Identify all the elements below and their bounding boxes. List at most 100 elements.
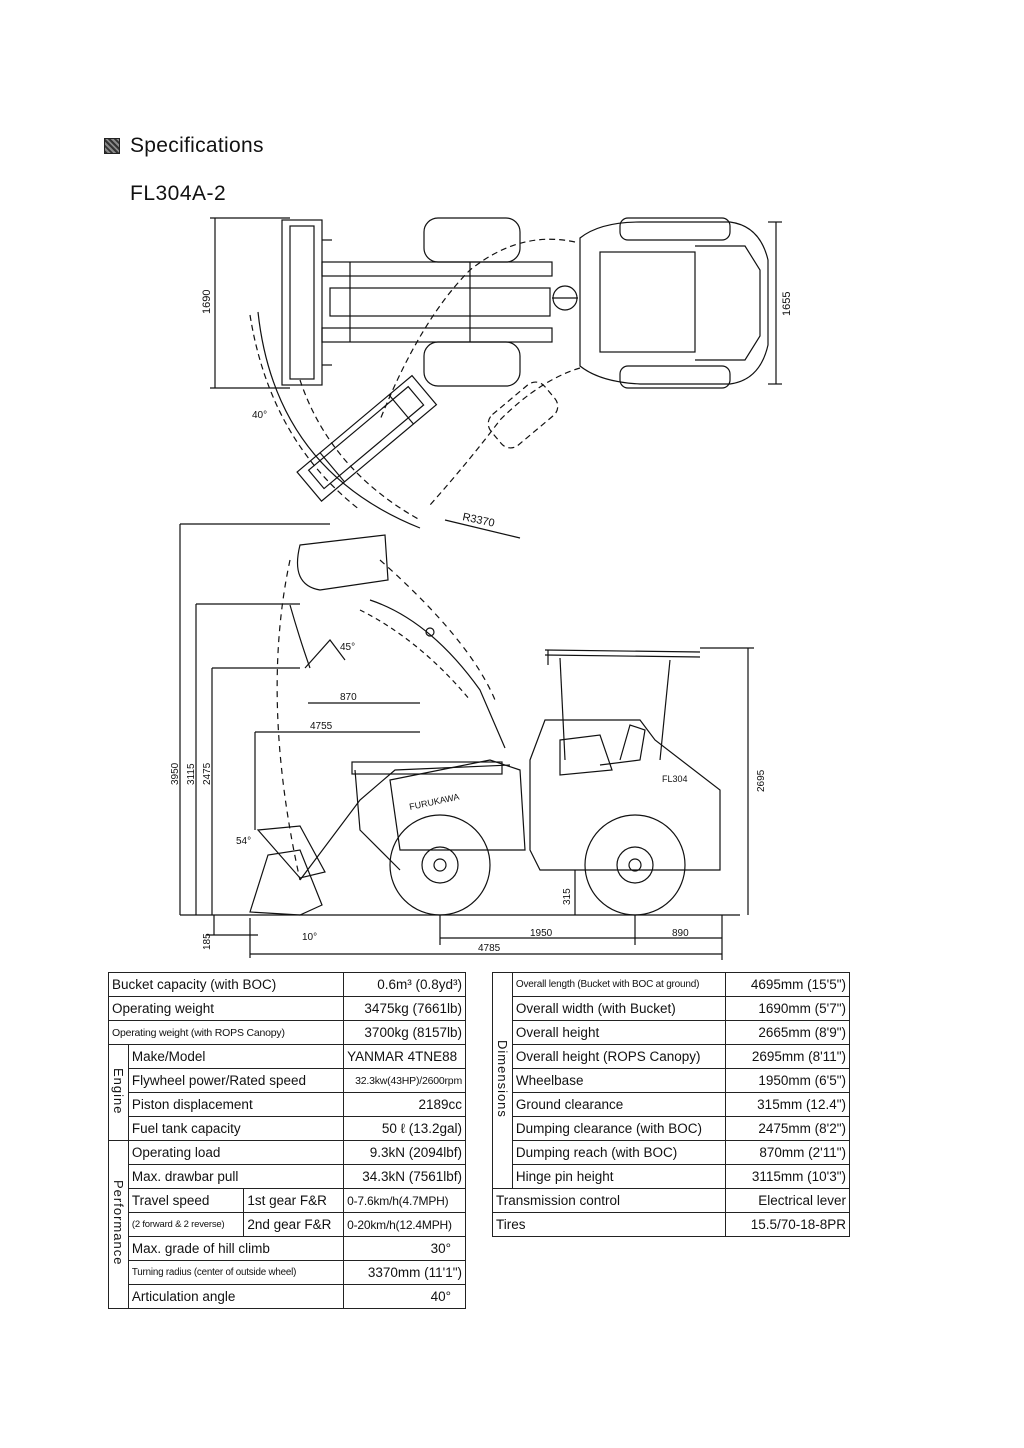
row-value: 0-20km/h(12.4MPH) [343,1212,466,1237]
dim-wheelbase: 1950 [530,928,553,939]
table-row: Travel speed 1st gear F&R 0-7.6km/h(4.7M… [109,1188,466,1213]
row-value: 15.5/70-18-8PR [725,1212,850,1237]
table-row: Operating weight (with ROPS Canopy) 3700… [107,1020,466,1045]
filled-square-icon [104,138,120,154]
table-row: Overall height 2665mm (8'9") [493,1020,850,1045]
row-label: Ground clearance [511,1092,727,1117]
top-view: 1690 1655 [201,217,793,539]
row-sublabel: (2 forward & 2 reverse) [127,1212,245,1237]
dim-dump-reach: 870 [340,692,357,703]
row-value: 3475kg (7661lb) [343,996,466,1021]
brand-mark: FURUKAWA [408,792,460,812]
turning-radius-label: R3370 [461,511,495,529]
row-value: 4695mm (15'5") [725,972,850,997]
row-label: Dumping clearance (with BOC) [511,1116,727,1141]
table-row: Performance Operating load 9.3kN (2094lb… [108,1140,466,1309]
dim-bucket-width: 1690 [201,290,213,314]
row-label: Overall width (with Bucket) [511,996,727,1021]
row-label: Make/Model [127,1044,345,1069]
spec-table-left: Bucket capacity (with BOC) 0.6m³ (0.8yd³… [107,972,466,1309]
row-value: Electrical lever [725,1188,850,1213]
table-row: Dumping clearance (with BOC) 2475mm (8'2… [493,1116,850,1141]
dim-hinge-pin-height: 3115 [186,763,197,785]
table-row: Max. drawbar pull 34.3kN (7561lbf) [109,1164,466,1189]
table-row: Ground clearance 315mm (12.4") [493,1092,850,1117]
row-value: 0.6m³ (0.8yd³) [343,972,466,997]
dim-rear-overhang: 890 [672,928,689,939]
dim-reach: 4755 [310,721,333,732]
side-view: 3950 3115 2475 45° 870 4755 54° 10° FURU… [170,523,767,960]
row-value: 2695mm (8'11") [725,1044,850,1069]
table-row: Max. grade of hill climb 30° [109,1236,466,1261]
gear-label: 2nd gear F&R [243,1212,345,1237]
row-label: Tires [491,1212,727,1237]
row-value: 30° [343,1236,466,1261]
table-row: Overall height (ROPS Canopy) 2695mm (8'1… [493,1044,850,1069]
table-row: Bucket capacity (with BOC) 0.6m³ (0.8yd³… [107,972,466,997]
table-row: Engine Make/Model YANMAR 4TNE88 [108,1044,466,1141]
row-label: Max. grade of hill climb [127,1236,345,1261]
table-row: Dumping reach (with BOC) 870mm (2'11") [493,1140,850,1165]
dim-max-height: 3950 [170,762,181,785]
table-row: Hinge pin height 3115mm (10'3") [493,1164,850,1189]
row-value: 9.3kN (2094lbf) [343,1140,466,1165]
dim-dump-clearance: 2475 [202,762,213,785]
row-label: Dumping reach (with BOC) [511,1140,727,1165]
table-row: Fuel tank capacity 50 ℓ (13.2gal) [109,1116,466,1141]
row-value: 1690mm (5'7") [725,996,850,1021]
row-label: Overall height (ROPS Canopy) [511,1044,727,1069]
table-row: Piston displacement 2189cc [109,1092,466,1117]
row-value: 1950mm (6'5") [725,1068,850,1093]
row-value: 40° [343,1284,466,1309]
group-label-performance: Performance [108,1140,129,1309]
row-label: Wheelbase [511,1068,727,1093]
row-value: YANMAR 4TNE88 [343,1044,466,1069]
dim-dig-depth: 185 [202,933,213,950]
row-label: Bucket capacity (with BOC) [107,972,345,997]
row-label: Operating weight (with ROPS Canopy) [107,1020,345,1045]
table-row: Tires 15.5/70-18-8PR [491,1212,850,1237]
dim-overall-length: 4785 [478,943,501,954]
table-row: Turning radius (center of outside wheel)… [109,1260,466,1285]
row-label: Overall height [511,1020,727,1045]
row-value: 34.3kN (7561lbf) [343,1164,466,1189]
bucket-angle-label: 10° [302,932,317,943]
table-row: Flywheel power/Rated speed 32.3kw(43HP)/… [109,1068,466,1093]
row-value: 3115mm (10'3") [725,1164,850,1189]
table-row: (2 forward & 2 reverse) 2nd gear F&R 0-2… [109,1212,466,1237]
row-label: Turning radius (center of outside wheel) [127,1260,345,1285]
row-label: Fuel tank capacity [127,1116,345,1141]
row-value: 3700kg (8157lb) [343,1020,466,1045]
model-name: FL304A-2 [130,182,227,205]
dim-ground-clearance: 315 [562,888,573,905]
row-value: 0-7.6km/h(4.7MPH) [343,1188,466,1213]
dim-machine-width: 1655 [781,292,793,316]
row-value: 2189cc [343,1092,466,1117]
row-label: Hinge pin height [511,1164,727,1189]
group-label-engine: Engine [108,1044,129,1141]
table-row: Overall width (with Bucket) 1690mm (5'7"… [493,996,850,1021]
row-value: 50 ℓ (13.2gal) [343,1116,466,1141]
table-row: Wheelbase 1950mm (6'5") [493,1068,850,1093]
row-label: Travel speed [127,1188,245,1213]
table-row: Articulation angle 40° [109,1284,466,1309]
table-row: Dimensions Overall length (Bucket with B… [492,972,850,1189]
dump-angle-label: 45° [340,642,355,653]
loader-drawing: 1690 1655 [170,217,793,960]
section-heading: Specifications [104,134,264,158]
row-value: 2475mm (8'2") [725,1116,850,1141]
row-label: Piston displacement [127,1092,345,1117]
row-label: Transmission control [491,1188,727,1213]
row-value: 315mm (12.4") [725,1092,850,1117]
page-title: Specifications [130,134,264,157]
row-value: 870mm (2'11") [725,1140,850,1165]
row-value: 3370mm (11'1") [343,1260,466,1285]
rollback-angle-label: 54° [236,836,251,847]
dim-overall-height: 2695 [756,769,767,792]
table-row: Operating weight 3475kg (7661lb) [107,996,466,1021]
spec-table-right: Dimensions Overall length (Bucket with B… [491,972,850,1237]
gear-label: 1st gear F&R [243,1188,345,1213]
row-value: 32.3kw(43HP)/2600rpm [343,1068,466,1093]
group-label-dimensions: Dimensions [492,972,513,1189]
row-label: Overall length (Bucket with BOC at groun… [511,972,727,997]
